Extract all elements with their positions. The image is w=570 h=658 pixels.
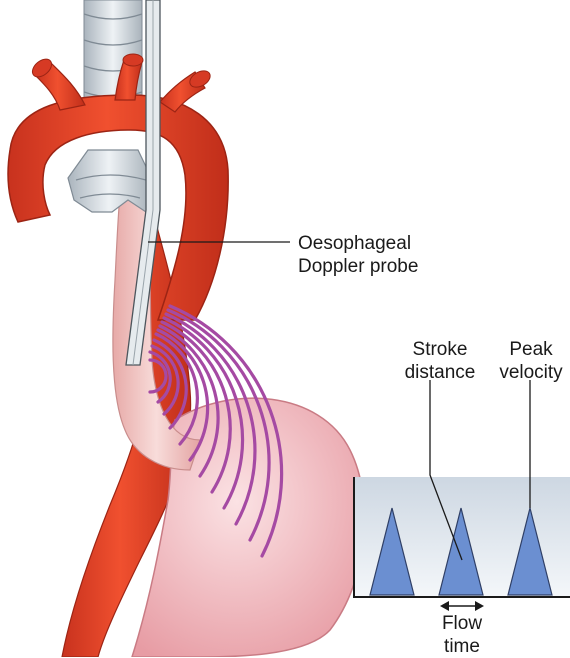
flow-time-arrow: [440, 601, 484, 611]
doppler-waveform-panel: [354, 477, 570, 597]
flow-time-line1: Flow: [430, 612, 494, 635]
peak-velocity-line2: velocity: [494, 361, 568, 384]
probe-label-line1: Oesophageal: [298, 232, 418, 255]
flow-time-label: Flow time: [430, 612, 494, 658]
peak-velocity-line1: Peak: [494, 338, 568, 361]
probe-label: Oesophageal Doppler probe: [298, 232, 418, 278]
stroke-distance-label: Stroke distance: [398, 338, 482, 384]
probe-label-line2: Doppler probe: [298, 255, 418, 278]
stroke-distance-line1: Stroke: [398, 338, 482, 361]
peak-velocity-label: Peak velocity: [494, 338, 568, 384]
flow-time-line2: time: [430, 635, 494, 658]
stroke-distance-line2: distance: [398, 361, 482, 384]
bronchi: [68, 150, 150, 212]
